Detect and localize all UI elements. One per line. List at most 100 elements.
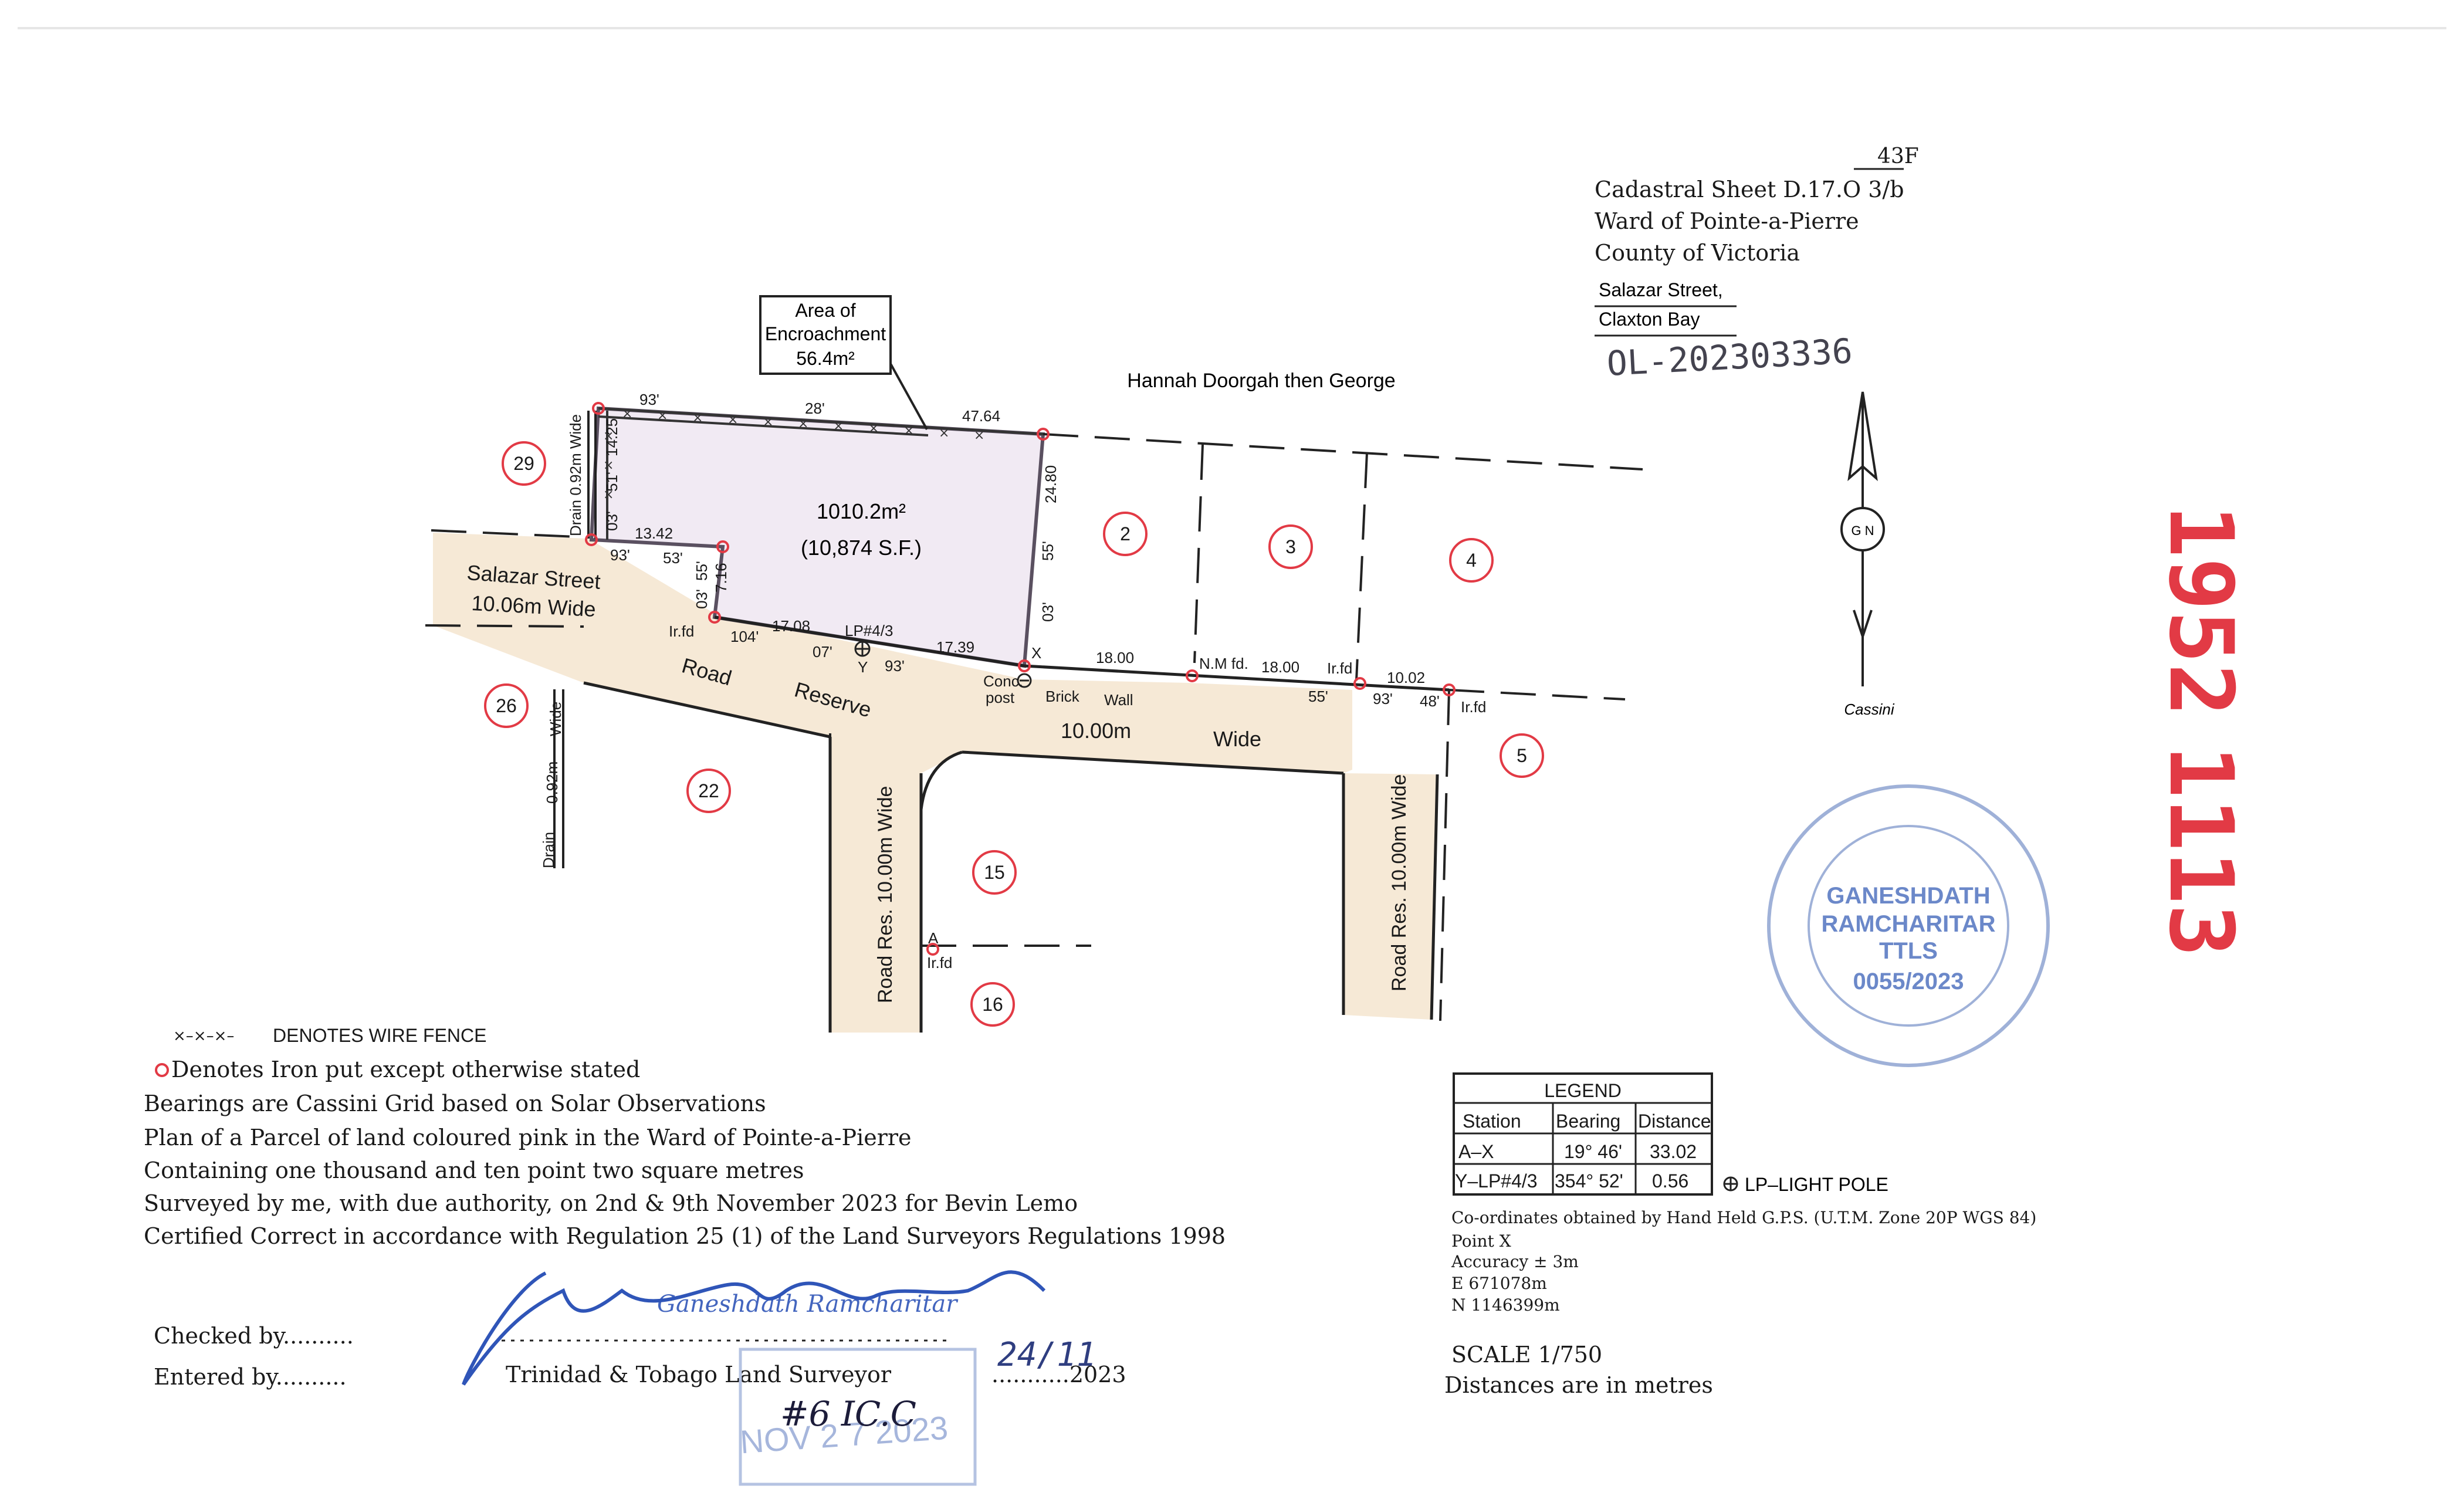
svg-text:×: × [939,426,949,441]
road-reserves [433,533,1437,1033]
dim-47-64: 47.64 [962,407,1000,425]
plan-note: Plan of a Parcel of land coloured pink i… [144,1125,912,1150]
dim-17-39: 17.39 [936,638,974,656]
conc-2: post [986,689,1015,706]
point-a: A [928,929,939,947]
dim-55-b: 55' [1308,688,1328,705]
iron-symbol [155,1063,169,1077]
lot-16: 16 [982,994,1003,1015]
scale-block: SCALE 1/750 Distances are in metres [1444,1342,1713,1398]
wire-fence-marks: ××× ××× ××× ×× ××× [603,407,984,502]
svg-text:×: × [833,419,844,434]
cadastral-sheet: Cadastral Sheet D.17.O 3/b [1595,177,1904,202]
ir-fd-4: Ir.fd [927,954,952,972]
dim-93-c: 93' [1373,690,1393,708]
svg-text:×: × [603,488,614,502]
lot-22: 22 [698,780,719,801]
certified-note: Certified Correct in accordance with Reg… [144,1223,1226,1249]
conc-post-marker [1017,673,1032,688]
gps-line-1: Co-ordinates obtained by Hand Held G.P.S… [1451,1208,2036,1227]
conc-1: Conc. [983,672,1023,690]
ir-fd-1: Ir.fd [669,622,694,640]
dim-17-08: 17.08 [772,617,810,635]
dim-07: 07' [813,643,832,661]
lot-5: 5 [1517,745,1527,766]
surveyed-note: Surveyed by me, with due authority, on 2… [144,1190,1078,1216]
ir-fd-3: Ir.fd [1461,698,1486,716]
dim-53: 53' [663,549,683,567]
dim-48: 48' [1420,692,1440,710]
legend-row1-station: A–X [1458,1141,1494,1162]
sheet-number: 43F [1877,144,1919,168]
svg-text:×: × [603,458,614,473]
north-label: G N [1851,523,1874,538]
land-survey-board-seal: GANESHDATH RAMCHARITAR TTLS 0055/2023 [1767,784,2050,1067]
encroach-label-2: Encroachment [765,323,886,344]
encroach-area: 56.4m² [796,348,855,369]
point-x: X [1031,644,1041,662]
dim-10-02: 10.02 [1387,669,1425,686]
gps-line-4: E 671078m [1451,1274,1547,1293]
lp-legend: LP–LIGHT POLE [1723,1174,1888,1195]
county-name: County of Victoria [1595,240,1800,266]
neighbour-name: Hannah Doorgah then George [1127,370,1395,392]
legend-header-bearing: Bearing [1556,1111,1620,1132]
legend-row2-station: Y–LP#4/3 [1455,1170,1538,1192]
wire-fence-symbol: ×–×–×– [173,1027,234,1045]
dim-18-00-b: 18.00 [1261,658,1299,676]
dim-7-16: 7.16 [712,563,730,593]
lot-4: 4 [1466,550,1477,571]
lot-numbers: 29 2 3 4 26 22 15 5 16 [496,453,1527,1015]
drain-bottom-3: Drain [540,832,557,868]
dim-104: 104' [730,628,759,645]
ir-fd-2: Ir.fd [1327,659,1352,677]
svg-text:×: × [798,417,808,431]
gps-line-5: N 1146399m [1451,1295,1560,1315]
north-arrow-icon [1840,391,1885,686]
dim-55: 55' [1039,541,1057,561]
wire-fence [598,407,1044,436]
lp-note: LP–LIGHT POLE [1745,1174,1888,1195]
gps-notes: Co-ordinates obtained by Hand Held G.P.S… [1451,1208,2036,1315]
legend-row2-distance: 0.56 [1652,1170,1688,1192]
point-y: Y [858,658,868,676]
entered-by: Entered by.......... [154,1364,347,1390]
svg-text:×: × [692,411,703,425]
wall: Wall [1104,691,1133,709]
dim-93-b: 93' [885,657,905,675]
legend-row1-bearing: 19° 46' [1564,1141,1622,1162]
north-name: Cassini [1844,700,1894,718]
survey-year: ...........2023 [991,1362,1126,1387]
dashed-lines [425,433,1643,1033]
salazar-street-road [433,533,1352,1033]
x-to-y-line [714,615,1025,668]
dim-03-right: 03' [1039,602,1057,622]
lot-3: 3 [1285,536,1296,557]
road-res-left: Road Res. 10.00m Wide [874,786,896,1003]
dim-28: 28' [805,400,825,417]
dim-55-l: 55' [693,561,710,581]
brick: Brick [1045,688,1080,705]
road-wide: Wide [1213,727,1261,751]
drain-bottom-1: 0.92m [543,761,561,804]
legend-table: LEGEND Station Bearing Distance A–X 19° … [1453,1072,1713,1196]
containing-note: Containing one thousand and ten point tw… [144,1157,804,1183]
dim-03-l2: 03' [693,589,710,609]
drain-lines [553,411,597,868]
encroachment-box [759,295,892,375]
dim-93-top: 93' [639,391,659,408]
encroachment-leader [889,363,928,430]
seal-name-1: GANESHDATH [1826,883,1990,909]
lot-circles [484,441,1544,1027]
handwritten-number: #6 IC.C [780,1394,916,1434]
dim-93-l: 93' [610,546,630,564]
dim-51: 51' [603,472,621,492]
parcel-area-sf: (10,874 S.F.) [801,536,922,560]
distances-text: Distances are in metres [1444,1372,1713,1398]
dimension-labels: 47.64 28' 93' 24.80 55' 03' 14.25 51' 03… [603,391,1486,972]
seal-ttls: TTLS [1879,938,1938,964]
handwritten-date: 24/11 [997,1336,1096,1374]
gps-line-2: Point X [1451,1231,1511,1251]
signature: Ganeshdath Ramcharitar [657,1291,959,1318]
